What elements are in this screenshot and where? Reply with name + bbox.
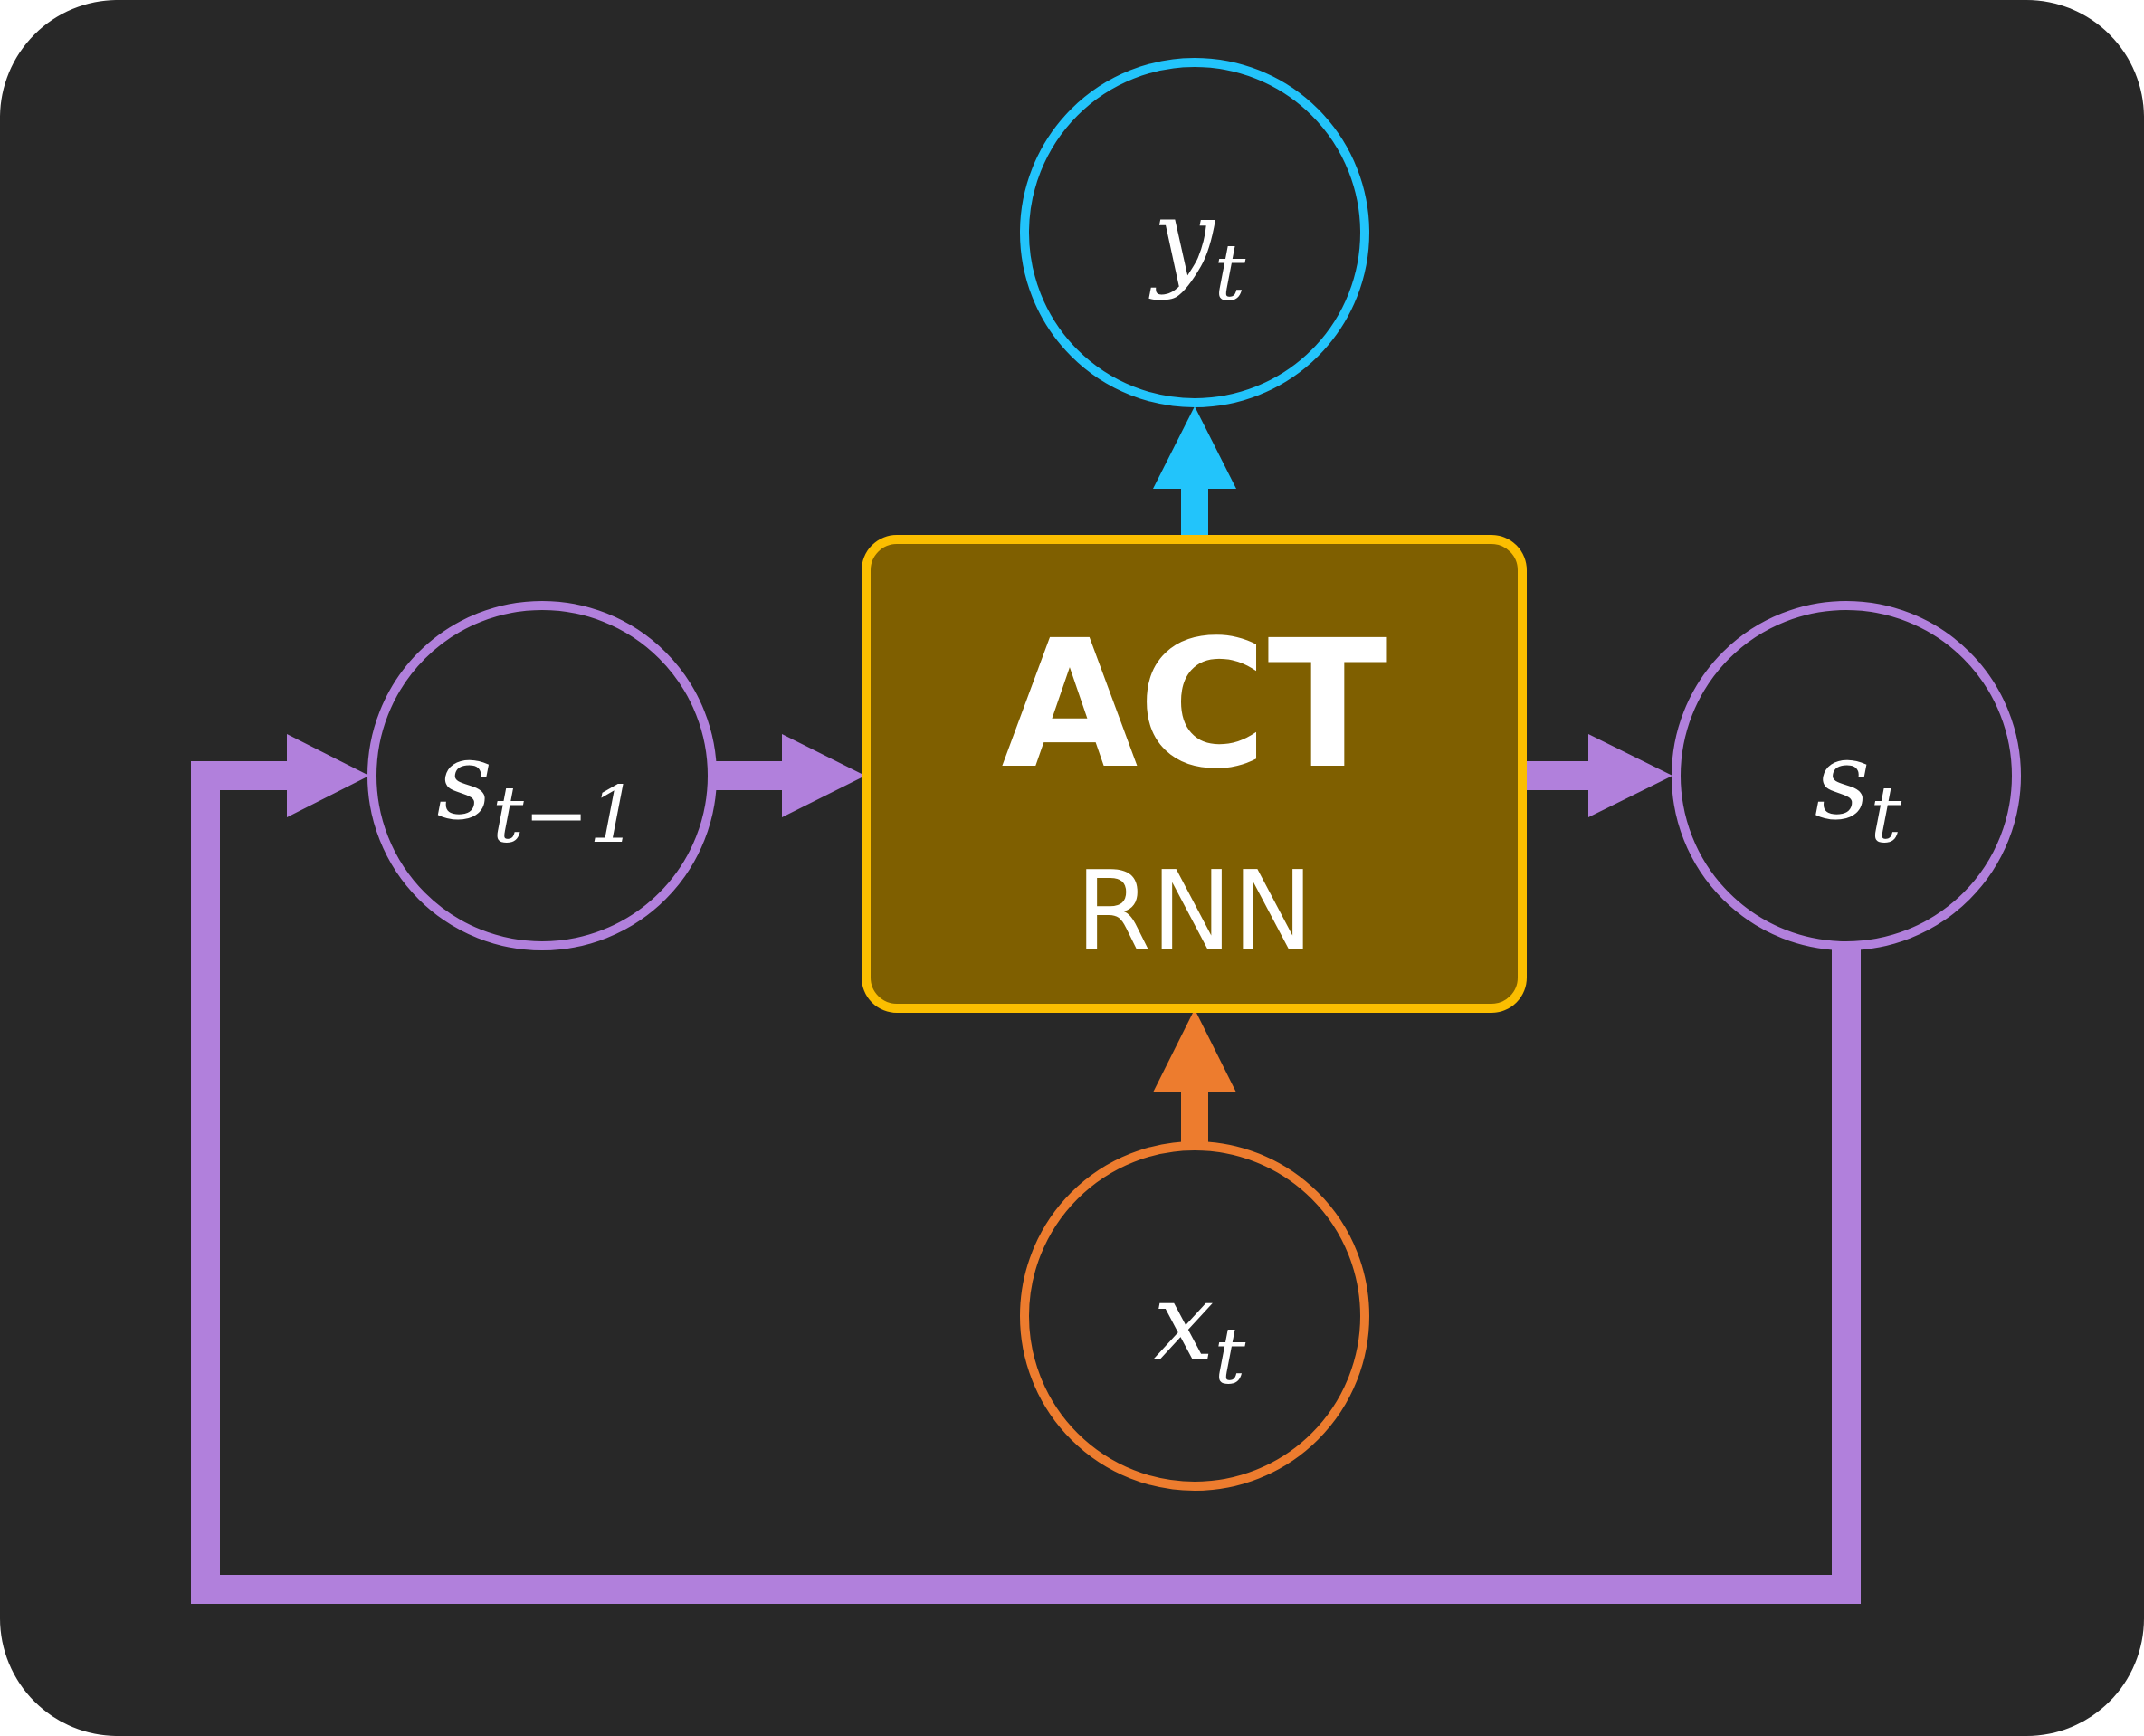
recurrence-arrowhead <box>287 734 369 817</box>
prev-state-symbol: s <box>437 719 493 844</box>
recurrence-loop-line <box>191 761 1861 1604</box>
output-subscript: t <box>1215 228 1246 319</box>
input-to-box-line <box>1181 1086 1208 1144</box>
input-circle <box>1020 1141 1369 1491</box>
box-to-output-line <box>1181 484 1208 539</box>
act-rnn-box <box>862 535 1527 1013</box>
prev-state-node: st−1 <box>367 601 717 950</box>
state-circle <box>1672 601 2021 950</box>
prev-state-to-box-line <box>710 761 785 790</box>
prev-state-subscript: t−1 <box>492 770 638 861</box>
prev-state-to-box-arrowhead <box>782 734 865 817</box>
state-subscript: t <box>1871 770 1902 861</box>
box-to-output-arrowhead <box>1153 406 1236 489</box>
output-circle <box>1020 58 1369 407</box>
output-label: yt <box>1148 176 1246 319</box>
state-symbol: s <box>1815 719 1871 844</box>
box-subtitle: RNN <box>1076 849 1314 975</box>
output-node: yt <box>1020 58 1369 407</box>
prev-state-circle <box>367 601 717 950</box>
box-title: ACT <box>1001 602 1387 807</box>
box-to-state-arrowhead <box>1588 734 1672 817</box>
input-subscript: t <box>1215 1312 1246 1402</box>
state-label: st <box>1815 719 1902 861</box>
input-to-box-arrowhead <box>1153 1009 1236 1092</box>
box-to-state-line <box>1522 761 1591 790</box>
output-symbol: y <box>1148 176 1216 302</box>
prev-state-label: st−1 <box>437 719 639 861</box>
input-node: xt <box>1020 1141 1369 1491</box>
input-label: xt <box>1153 1260 1246 1402</box>
state-node: st <box>1672 601 2021 950</box>
input-symbol: x <box>1153 1260 1215 1386</box>
